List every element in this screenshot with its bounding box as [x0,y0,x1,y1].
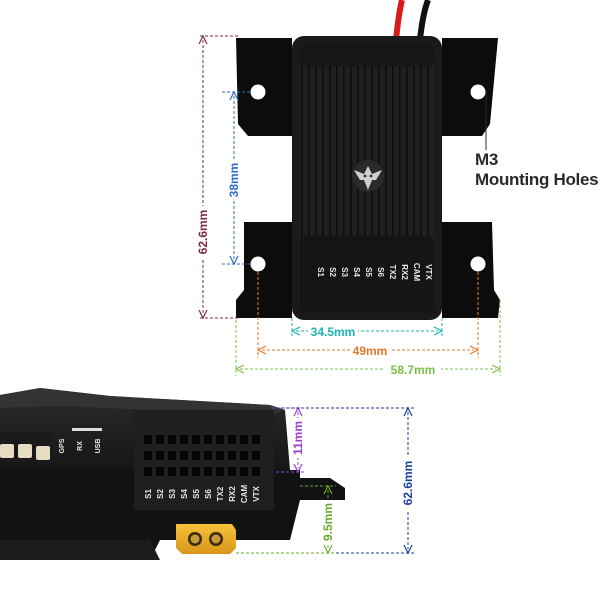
side-view: GPS RX USB S1 S2 S3 S4 S5 S6 TX2 RX2 CAM… [0,388,417,560]
port-label-usb: USB [95,439,102,454]
side-pin-labels: S1 S2 S3 S4 S5 S6 TX2 RX2 CAM VTX [144,485,261,504]
pin-label-area [300,236,434,312]
dim-label-total-width: 58.7mm [391,363,436,377]
pin-label: CAM [240,485,249,504]
pin-label: S3 [168,489,177,499]
pin-label: TX2 [388,265,397,280]
port-label-rx: RX [77,441,84,451]
dim-total-height [198,34,240,320]
annotation-line-1: M3 [475,150,499,169]
pin-label: S3 [340,267,349,277]
dim-label-side-total-height: 62.6mm [401,461,415,506]
dim-total-width [234,300,502,376]
dim-inner-width [290,318,444,338]
red-wire [393,0,405,41]
pin-label: S1 [144,489,153,499]
dim-label-side-bottom-offset: 9.5mm [321,503,335,541]
pin-label: CAM [412,263,421,282]
cover-top-edge [300,44,434,66]
pin-label: S4 [180,489,189,499]
pin-label: VTX [252,486,261,502]
mounting-holes-annotation: M3 Mounting Holes [475,150,599,190]
annotation-line-2: Mounting Holes [475,170,599,189]
pin-label: S6 [376,267,385,277]
dim-side-total-height [276,406,414,555]
top-pin-labels: S1 S2 S3 S4 S5 S6 TX2 RX2 CAM VTX [316,263,433,282]
mounting-plate-bottom [236,222,500,318]
dim-label-hole-spacing-horizontal: 49mm [353,344,388,358]
dim-label-inner-width: 34.5mm [311,325,356,339]
pin-label: S5 [192,489,201,499]
logo-icon [352,160,384,192]
pin-label: RX2 [400,264,409,280]
top-view: S1 S2 S3 S4 S5 S6 TX2 RX2 CAM VTX 62.6mm [194,0,502,377]
pin-label: S6 [204,489,213,499]
dim-label-total-height: 62.6mm [196,210,210,255]
xt30-connector-icon [176,522,236,554]
pin-label: RX2 [228,486,237,502]
pin-label: S4 [352,267,361,277]
pin-label: S5 [364,267,373,277]
mounting-plate-top [236,38,498,136]
dim-label-hole-spacing-vertical: 38mm [227,163,241,198]
black-wire [417,0,431,41]
dim-side-bottom-offset [236,484,336,555]
pin-header [144,435,260,476]
port-label-gps: GPS [59,438,66,453]
pin-label: S2 [328,267,337,277]
pin-label: VTX [424,264,433,280]
mounting-hole-icon [250,84,486,272]
pin-label: S1 [316,267,325,277]
pin-label: S2 [156,489,165,499]
side-port-connectors [0,444,50,460]
dim-label-side-top-offset: 11mm [291,421,305,455]
pin-label: TX2 [216,486,225,501]
